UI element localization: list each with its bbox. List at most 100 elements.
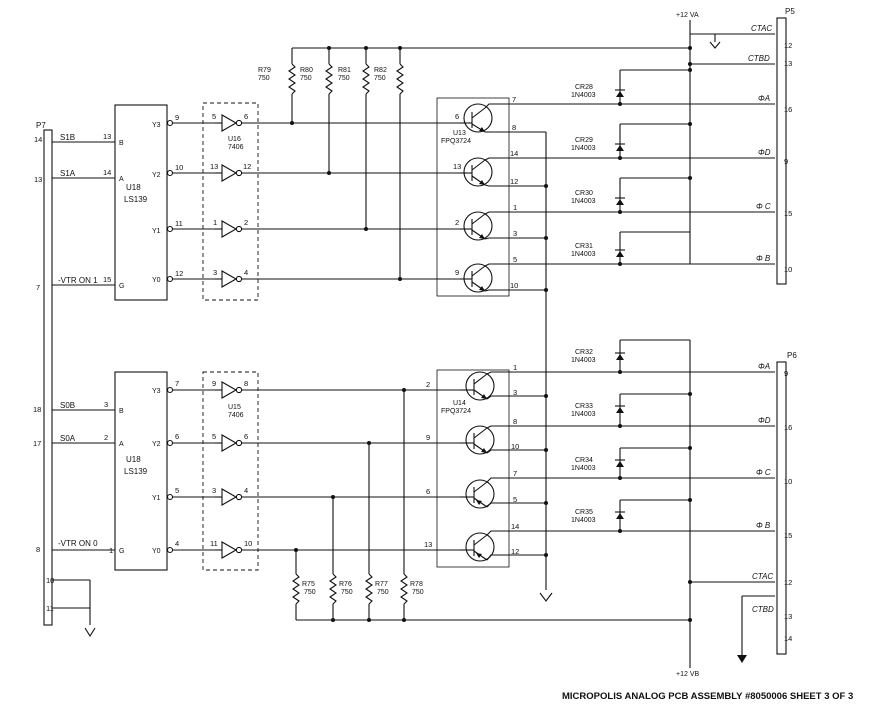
decoder-u18-bottom: U18 LS139 B A G 3 2 1 Y3 Y2 Y1 Y0 7 6 5 …	[104, 371, 215, 571]
diode-ref: CR33	[575, 403, 593, 410]
resistor-ref: R80	[300, 67, 313, 74]
p7-pin: 11	[46, 604, 54, 613]
decoder-input-pin: 1	[109, 546, 113, 555]
resistor-r81	[362, 63, 370, 95]
p7-pin: 7	[36, 283, 40, 292]
gate-input-pin: 1	[213, 218, 217, 227]
output-pin: 9	[784, 157, 788, 166]
diode-part: 1N4003	[571, 411, 596, 418]
array-pin: 12	[510, 177, 518, 186]
buffer-ref: U16	[228, 136, 241, 143]
diode-part: 1N4003	[571, 357, 596, 364]
resistor-r79	[288, 63, 296, 95]
array-pin: 8	[512, 123, 516, 132]
resistor-value: 750	[258, 75, 270, 82]
decoder-output-name: Y1	[152, 228, 161, 235]
output-signal: ΦA	[758, 94, 770, 103]
signal-s0b: S0B	[60, 401, 75, 410]
output-signal: CTAC	[752, 572, 773, 581]
output-signal: CTAC	[751, 24, 772, 33]
output-pin: 13	[784, 612, 792, 621]
decoder-output-name: Y1	[152, 495, 161, 502]
output-pin: 10	[784, 265, 792, 274]
diode-ref: CR34	[575, 457, 593, 464]
pnp-transistor	[460, 479, 495, 509]
left-input-wires	[52, 141, 115, 638]
decoder-part: LS139	[124, 467, 148, 476]
resistor-ref: R82	[374, 67, 387, 74]
resistor-r80	[325, 63, 333, 95]
diode-ref: CR28	[575, 84, 593, 91]
gate-output-pin: 12	[243, 162, 251, 171]
decoder-output-pin: 11	[175, 219, 183, 228]
inverter-gate	[221, 220, 243, 238]
p7-pin: 10	[46, 576, 54, 585]
resistor-r78	[400, 573, 408, 605]
output-signal: Φ C	[756, 202, 771, 211]
output-pin: 9	[784, 369, 788, 378]
base-pin: 2	[455, 218, 459, 227]
resistor-r75	[292, 573, 300, 605]
array-pin: 12	[511, 547, 519, 556]
signal-s1a: S1A	[60, 169, 76, 178]
array-ref: U14	[453, 400, 466, 407]
signal-s1b: S1B	[60, 133, 75, 142]
connector-p6: P6 ΦA 9 ΦD 16 Φ C 10 Φ B 15 CTAC 12 CTBD…	[752, 351, 797, 655]
decoder-output-pin: 6	[175, 432, 179, 441]
inverter-gate	[221, 164, 243, 182]
decoder-output-name: Y0	[152, 548, 161, 555]
diode-cr35	[616, 513, 624, 519]
array-pin: 14	[510, 149, 518, 158]
p7-pin: 8	[36, 545, 40, 554]
connector-p7-label: P7	[36, 121, 46, 130]
resistor-value: 750	[377, 589, 389, 596]
output-signal: ΦA	[758, 362, 770, 371]
decoder-input-name: G	[119, 283, 124, 290]
transistor-array-u14: U14 FPQ3724 2 9 6 13	[424, 363, 620, 568]
resistor-ref: R77	[375, 581, 388, 588]
output-signal: Φ C	[756, 468, 771, 477]
output-pin: 14	[784, 634, 792, 643]
array-outline	[436, 369, 510, 568]
diode-ref: CR31	[575, 243, 593, 250]
decoder-input-pin: 3	[104, 400, 108, 409]
output-signal: Φ B	[756, 521, 771, 530]
resistor-r77	[365, 573, 373, 605]
output-signal: Φ B	[756, 254, 771, 263]
npn-transistor	[460, 103, 493, 133]
decoder-input-name: B	[119, 408, 124, 415]
array-pin: 8	[513, 417, 517, 426]
output-pin: 15	[784, 531, 792, 540]
resistor-ref: R81	[338, 67, 351, 74]
array-pin: 7	[512, 95, 516, 104]
buffer-part: 7406	[228, 144, 244, 151]
power-label-bottom: +12 VB	[676, 671, 699, 678]
gate-output-pin: 2	[244, 218, 248, 227]
decoder-input-name: B	[119, 140, 124, 147]
decoder-output-name: Y2	[152, 172, 161, 179]
diode-part: 1N4003	[571, 145, 596, 152]
resistor-value: 750	[338, 75, 350, 82]
diode-bank-bottom: +12 VB CR32 1N4003 CR33 1N4003 CR34 1N40…	[571, 339, 775, 678]
connector-p7: P7	[36, 121, 53, 626]
decoder-output-name: Y3	[152, 122, 161, 129]
decoder-output-pin: 10	[175, 163, 183, 172]
resistor-value: 750	[304, 589, 316, 596]
decoder-output-name: Y0	[152, 277, 161, 284]
gate-output-pin: 6	[244, 112, 248, 121]
decoder-output-pin: 4	[175, 539, 179, 548]
p7-pin: 13	[34, 175, 42, 184]
gate-input-pin: 3	[212, 486, 216, 495]
inverter-gate	[221, 488, 243, 506]
gate-output-wires-top	[242, 122, 460, 280]
output-signal: ΦD	[758, 416, 771, 425]
resistor-ref: R76	[339, 581, 352, 588]
decoder-ref: U18	[126, 183, 141, 192]
diode-ref: CR35	[575, 509, 593, 516]
resistor-value: 750	[300, 75, 312, 82]
pnp-transistor	[460, 532, 495, 562]
diode-part: 1N4003	[571, 198, 596, 205]
output-pin: 16	[784, 423, 792, 432]
diode-bank-top: +12 VA CR28 1N4003 CR29 1N4003 CR30 1N40…	[571, 12, 775, 266]
